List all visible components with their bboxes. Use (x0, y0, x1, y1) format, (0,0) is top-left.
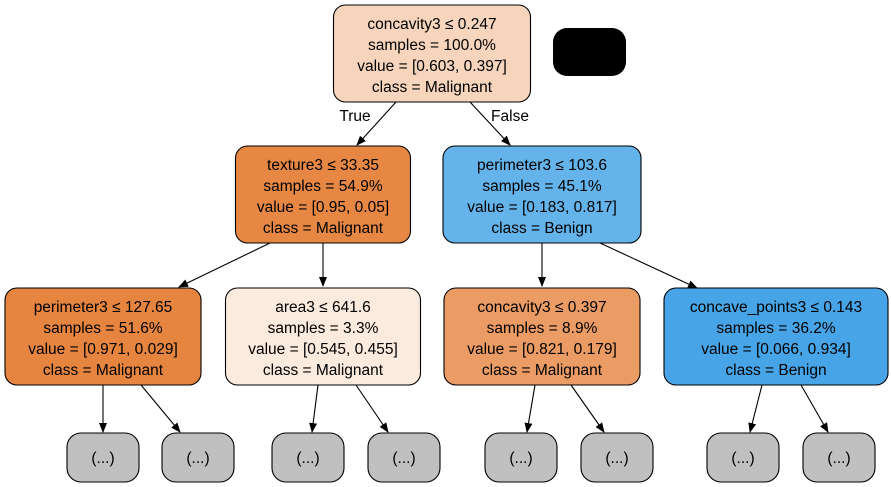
node-line: perimeter3 ≤ 127.65 (34, 299, 173, 316)
node-line: class = Malignant (263, 362, 384, 379)
leaf-box (802, 432, 876, 483)
edge-left-ll (178, 242, 271, 288)
leaf-label: (...) (827, 450, 850, 467)
node-line: samples = 36.2% (716, 320, 836, 337)
node-root: concavity3 ≤ 0.247 samples = 100.0% value … (332, 4, 532, 103)
node-line: class = Malignant (372, 79, 493, 96)
node-rl: concavity3 ≤ 0.397 samples = 8.9% value = … (443, 287, 641, 386)
leaf-node: (...) (161, 432, 235, 483)
node-line: samples = 54.9% (263, 178, 383, 195)
node-line: class = Malignant (482, 362, 603, 379)
node-line: samples = 45.1% (482, 178, 602, 195)
node-box (443, 287, 641, 386)
leaf-box (580, 432, 654, 483)
node-lr: area3 ≤ 641.6 samples = 3.3% value = [0.54… (224, 287, 422, 386)
node-line: class = Benign (491, 220, 592, 237)
legend-box (553, 28, 626, 76)
leaf-node: (...) (706, 432, 780, 483)
leaf-label: (...) (296, 450, 319, 467)
leaf-box (367, 432, 441, 483)
node-left: texture3 ≤ 33.35 samples = 54.9% value = [… (234, 145, 412, 244)
node-line: value = [0.95, 0.05] (257, 199, 389, 216)
node-line: texture3 ≤ 33.35 (267, 157, 379, 174)
leaf-box (706, 432, 780, 483)
leaf-node: (...) (367, 432, 441, 483)
leaf-box (66, 432, 140, 483)
node-line: value = [0.066, 0.934] (701, 341, 851, 358)
node-line: area3 ≤ 641.6 (275, 299, 371, 316)
node-line: value = [0.971, 0.029] (28, 341, 178, 358)
edge-label-false: False (491, 108, 529, 125)
edge-lr-leaf1 (309, 384, 319, 433)
edge-right-rr (599, 242, 698, 289)
leaf-box (161, 432, 235, 483)
node-box (663, 287, 889, 386)
node-line: concavity3 ≤ 0.397 (477, 299, 606, 316)
leaf-label: (...) (731, 450, 754, 467)
edge-rr-leaf2 (800, 384, 829, 433)
node-line: samples = 100.0% (368, 37, 496, 54)
edges (99, 101, 829, 433)
edge-rl-leaf1 (524, 384, 536, 433)
edge-rl-leaf2 (570, 384, 605, 433)
leaf-label: (...) (605, 450, 628, 467)
node-right: perimeter3 ≤ 103.6 samples = 45.1% value =… (442, 145, 642, 244)
leaf-node: (...) (802, 432, 876, 483)
node-box (442, 145, 642, 244)
node-line: value = [0.545, 0.455] (248, 341, 398, 358)
node-box (224, 287, 422, 386)
node-rr: concave_points3 ≤ 0.143 samples = 36.2% va… (663, 287, 889, 386)
leaf-box (484, 432, 558, 483)
node-box (234, 145, 412, 244)
leaf-box (271, 432, 345, 483)
leaf-label: (...) (392, 450, 415, 467)
node-ll: perimeter3 ≤ 127.65 samples = 51.6% value … (4, 287, 202, 386)
node-box (332, 4, 532, 103)
leaf-label: (...) (186, 450, 209, 467)
edge-label-true: True (339, 108, 370, 125)
node-line: value = [0.821, 0.179] (467, 341, 617, 358)
node-line: samples = 3.3% (268, 320, 379, 337)
node-line: class = Malignant (263, 220, 384, 237)
node-line: class = Benign (725, 362, 826, 379)
node-line: samples = 51.6% (43, 320, 163, 337)
leaf-label: (...) (509, 450, 532, 467)
edge-rr-leaf1 (748, 384, 763, 433)
node-line: value = [0.183, 0.817] (467, 199, 617, 216)
leaf-label: (...) (91, 450, 114, 467)
edge-root-left (356, 101, 397, 146)
edge-lr-leaf2 (355, 384, 389, 433)
node-line: value = [0.603, 0.397] (357, 58, 507, 75)
node-line: samples = 8.9% (487, 320, 598, 337)
node-line: concave_points3 ≤ 0.143 (690, 299, 862, 316)
edge-ll-leaf2 (140, 384, 181, 433)
leaf-node: (...) (580, 432, 654, 483)
leaf-node: (...) (66, 432, 140, 483)
node-line: concavity3 ≤ 0.247 (367, 16, 496, 33)
edge-root-right (469, 101, 511, 146)
leaf-node: (...) (484, 432, 558, 483)
node-line: perimeter3 ≤ 103.6 (477, 157, 607, 174)
leaf-node: (...) (271, 432, 345, 483)
node-box (4, 287, 202, 386)
node-line: class = Malignant (43, 362, 164, 379)
